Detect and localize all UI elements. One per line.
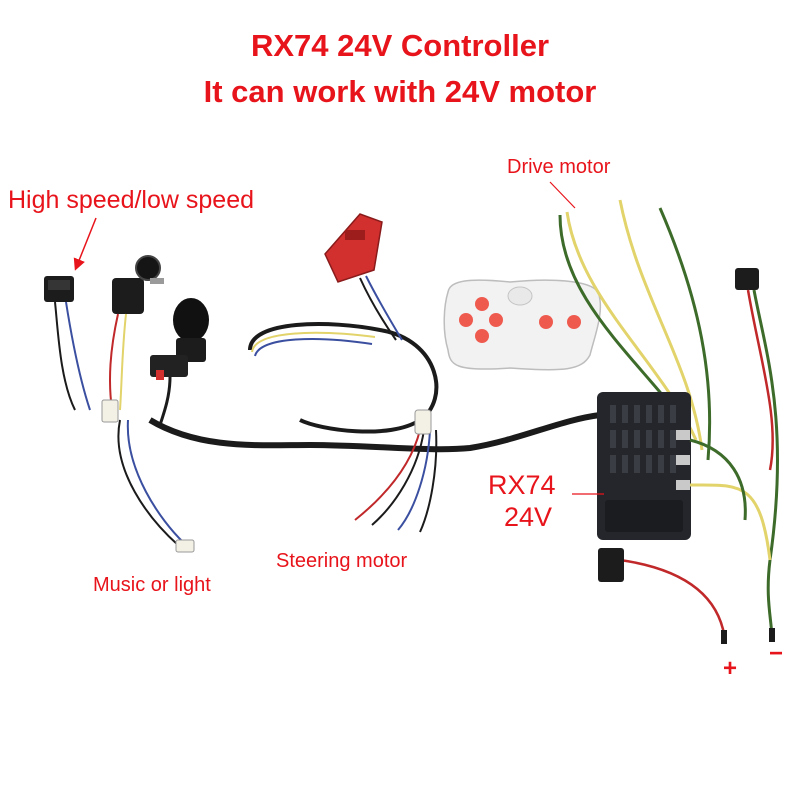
negative-terminal — [769, 628, 775, 642]
negative-label: − — [769, 640, 784, 667]
speed-switch — [44, 276, 91, 411]
power-wires — [619, 438, 772, 641]
music-light-label: Music or light — [93, 574, 211, 596]
title-line-2: It can work with 24V motor — [203, 74, 597, 109]
steering-motor-label: Steering motor — [276, 550, 408, 572]
speed-switch-label: High speed/low speed — [8, 186, 254, 214]
positive-terminal — [721, 630, 727, 644]
harness-loop — [248, 322, 439, 434]
right-switch — [735, 268, 779, 641]
remote-control — [443, 279, 602, 371]
steering-motor-wires — [354, 429, 438, 533]
power-switch — [598, 548, 624, 582]
drive-motor-label: Drive motor — [507, 156, 611, 178]
controller-model-label: RX74 — [488, 470, 556, 500]
music-light-connector — [175, 539, 195, 553]
steering-connector — [414, 409, 432, 435]
rx74-controller — [597, 392, 691, 540]
main-harness-cable — [148, 412, 601, 453]
key-switch — [109, 255, 164, 411]
foot-pedal — [324, 213, 403, 341]
positive-label: + — [723, 655, 738, 682]
controller-voltage-label: 24V — [504, 502, 553, 532]
speed-arrow — [73, 217, 97, 271]
drive-motor-arrow — [549, 181, 576, 209]
music-light-wires — [117, 419, 185, 546]
gear-shifter — [150, 298, 209, 426]
key-switch-connector — [101, 399, 119, 423]
title-line-1: RX74 24V Controller — [250, 28, 550, 63]
